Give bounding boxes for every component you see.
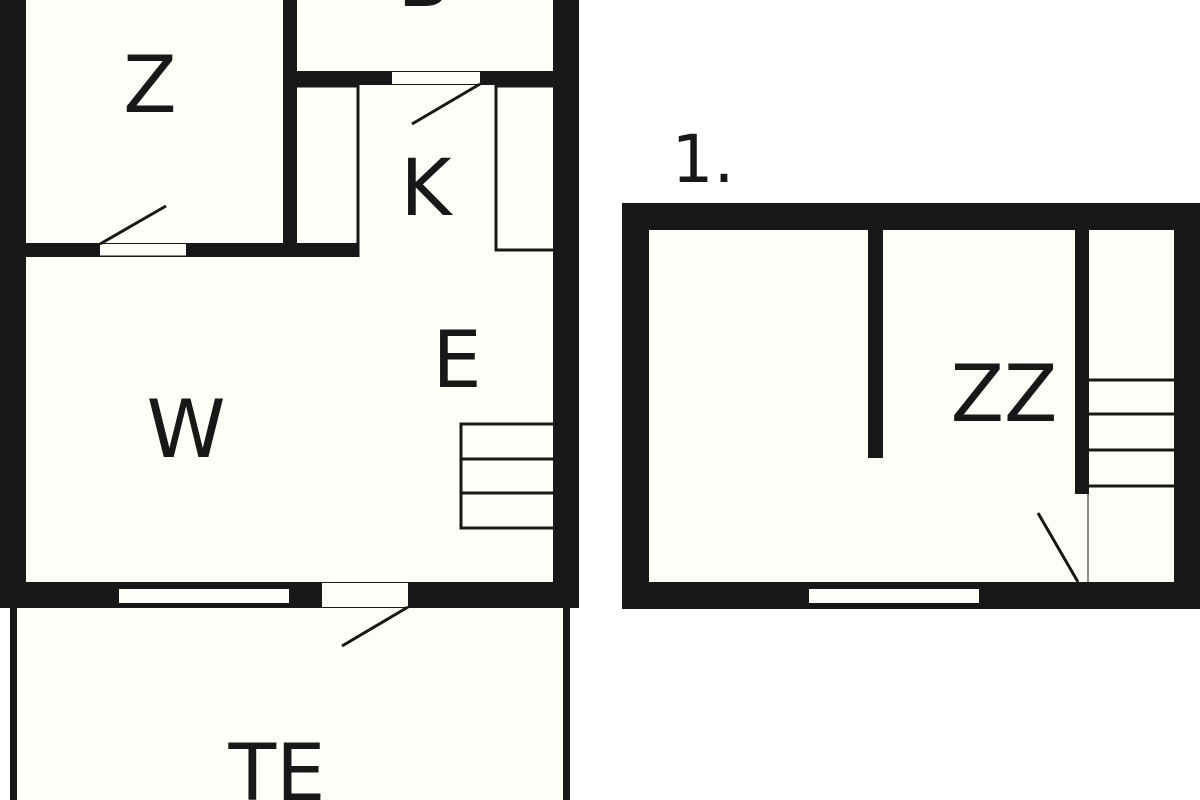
terrace-left-rail: [10, 608, 17, 800]
terrace-outline: [10, 608, 570, 800]
upper-floor-openings: [807, 494, 1089, 605]
room-label-b: B: [397, 0, 451, 25]
upper-wall-right: [1174, 203, 1200, 609]
upper-floor-fill: [622, 203, 1200, 609]
wall-outer-left: [0, 0, 26, 608]
upper-stair-wall: [1075, 230, 1089, 494]
upper-window-bottom: [807, 587, 981, 605]
room-label-te: TE: [228, 729, 326, 800]
ground-floor-openings: [99, 72, 481, 648]
room-labels: B Z K E W ZZ TE 1.: [123, 0, 1057, 800]
upper-wall-top: [622, 203, 1200, 230]
k-left-cabinet: [297, 84, 360, 257]
upper-wall-left: [622, 203, 649, 609]
door-opening-te: [322, 583, 408, 607]
stairs-ground: [459, 422, 553, 530]
stairs-ground-outline: [459, 422, 553, 530]
room-label-e: E: [432, 316, 481, 406]
room-label-zz: ZZ: [951, 350, 1058, 440]
terrace-fill: [10, 608, 570, 800]
terrace-right-rail: [563, 608, 570, 800]
floor-number-label: 1.: [672, 121, 735, 198]
room-label-w: W: [146, 383, 225, 476]
door-swing-b: [411, 82, 481, 126]
wall-outer-right: [553, 0, 579, 608]
stairs-upper: [1089, 378, 1174, 488]
room-label-z: Z: [123, 41, 176, 131]
door-opening-b: [392, 72, 480, 84]
upper-door-swing: [1036, 512, 1080, 583]
ground-floor-fixtures: [297, 84, 553, 530]
upper-door-opening: [1076, 494, 1088, 582]
door-swing-z: [99, 204, 167, 246]
window-bottom-w: [117, 587, 291, 605]
room-label-k: K: [400, 144, 453, 234]
k-right-cabinet: [494, 84, 553, 252]
door-swing-te: [341, 605, 409, 648]
upper-partition: [868, 230, 883, 458]
door-opening-z: [100, 244, 186, 256]
upper-floor-fixtures: [1089, 378, 1174, 488]
wall-z-k: [283, 0, 297, 257]
wall-under-z: [26, 243, 358, 257]
